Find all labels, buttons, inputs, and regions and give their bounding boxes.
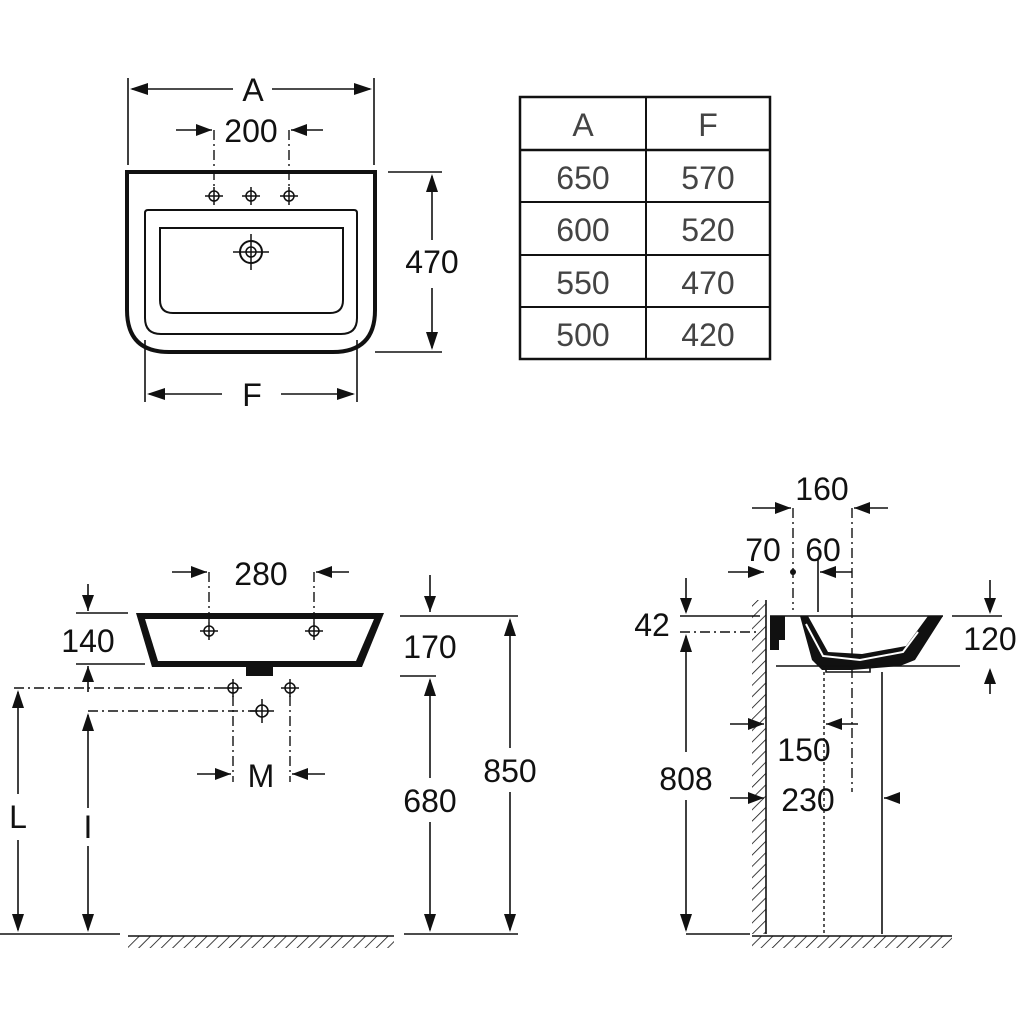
table-cell: 500 — [556, 317, 609, 353]
top-view: A 200 470 F — [125, 72, 459, 413]
tap-hole-icon — [279, 186, 299, 206]
basin-outline — [125, 170, 377, 354]
floor-hatch — [752, 936, 952, 948]
tap-hole-icon — [241, 186, 261, 206]
dimension-I-label: I — [84, 809, 93, 845]
dimension-850-label: 850 — [483, 753, 536, 789]
table-header-F: F — [698, 107, 718, 143]
floor-hatch — [128, 936, 394, 948]
table-cell: 600 — [556, 212, 609, 248]
dimension-120-label: 120 — [963, 621, 1016, 657]
dimension-42-label: 42 — [634, 607, 670, 643]
table-cell: 520 — [681, 212, 734, 248]
dimension-140-label: 140 — [61, 623, 114, 659]
dimension-150-label: 150 — [777, 732, 830, 768]
side-view: 160 70 60 42 120 808 150 — [634, 471, 1017, 948]
dimension-280-label: 280 — [234, 556, 287, 592]
table-cell: 570 — [681, 160, 734, 196]
table-cell: 550 — [556, 265, 609, 301]
dimension-F-label: F — [242, 377, 262, 413]
dimension-680-label: 680 — [403, 783, 456, 819]
dimension-A-label: A — [242, 72, 264, 108]
dimension-160-label: 160 — [795, 471, 848, 507]
wall-hatch — [752, 600, 766, 934]
front-view: 280 140 170 M 680 850 — [0, 556, 537, 948]
dimension-L-label: L — [9, 799, 27, 835]
size-table: A F 650 570 600 520 550 470 500 420 — [518, 95, 772, 361]
table-header-A: A — [572, 107, 594, 143]
bowl-outer — [144, 209, 358, 335]
supply-point-icon — [280, 678, 300, 698]
dimension-200-label: 200 — [224, 113, 277, 149]
bowl-inner — [159, 227, 344, 314]
table-cell: 420 — [681, 317, 734, 353]
dimension-170-label: 170 — [403, 629, 456, 665]
table-cell: 470 — [681, 265, 734, 301]
table-cell: 650 — [556, 160, 609, 196]
dimension-M-label: M — [248, 758, 275, 794]
supply-point-icon — [223, 678, 243, 698]
dimension-230-label: 230 — [781, 782, 834, 818]
dimension-470-label: 470 — [405, 244, 458, 280]
drain-icon — [233, 234, 269, 270]
tap-hole-icon — [204, 186, 224, 206]
dimension-70-label: 70 — [745, 532, 781, 568]
dimension-808-label: 808 — [659, 761, 712, 797]
dimension-60-label: 60 — [805, 532, 841, 568]
